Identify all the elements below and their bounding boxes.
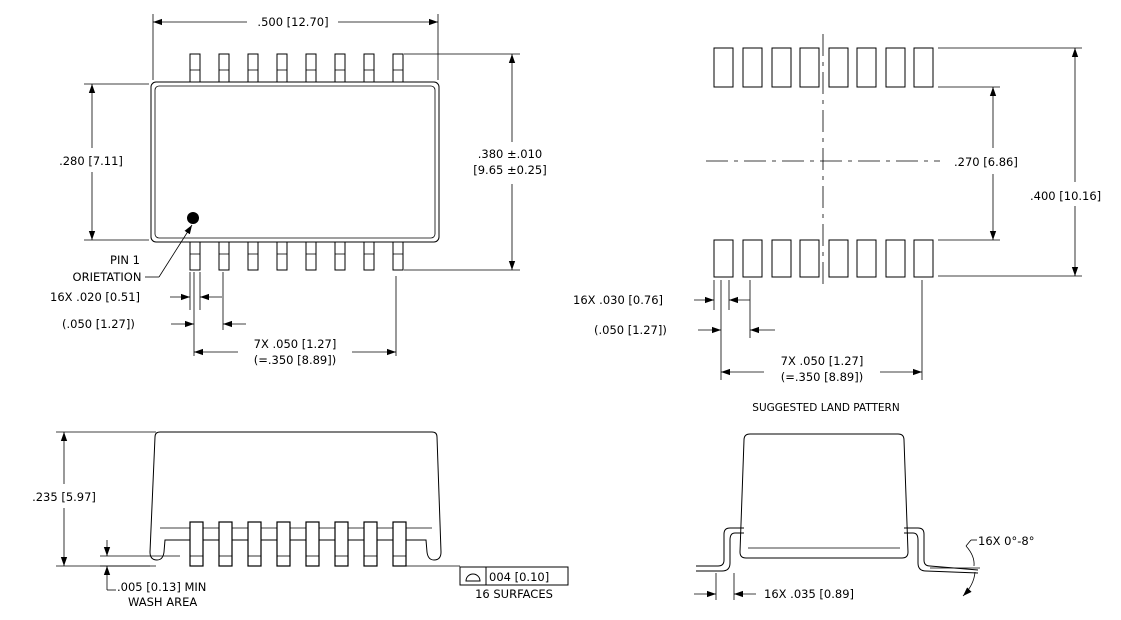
- outer-spacing-label: .400 [10.16]: [1030, 189, 1101, 203]
- lead-lower-3: [247, 241, 259, 271]
- land-pad-lower-8: [913, 239, 934, 278]
- land-pad-upper-3: [771, 47, 792, 88]
- pin1-leader: [158, 224, 193, 278]
- span-label-line2: (=.350 [8.89]): [254, 353, 336, 367]
- pin1-label-line1: PIN 1: [110, 253, 140, 267]
- land-pattern-view: .270 [6.86] .400 [10.16] 16X .030 [0.76]…: [573, 34, 1101, 414]
- land-pad-upper-5: [828, 47, 849, 88]
- side-lead-4: [276, 521, 291, 567]
- angle-arc: [965, 545, 975, 567]
- inner-spacing-label: .270 [6.86]: [954, 155, 1018, 169]
- profile-of-surface-icon: [465, 573, 481, 582]
- package-body-outline: [150, 81, 440, 243]
- surfaces-label: 16 SURFACES: [475, 587, 553, 601]
- overall-width-label-in: .380 ±.010: [478, 147, 543, 161]
- top-leads-lower: [189, 241, 404, 271]
- pin1-label-line2: ORIETATION: [73, 270, 142, 284]
- side-lead-8: [392, 521, 407, 567]
- foot-length-label: 16X .035 [0.89]: [764, 587, 854, 601]
- land-pad-lower-2: [742, 239, 763, 278]
- land-pads-upper: [713, 47, 934, 88]
- lead-lower-1: [189, 241, 201, 271]
- land-pad-lower-6: [856, 239, 877, 278]
- end-view: 16X 0°-8° 16X .035 [0.89]: [694, 433, 1034, 601]
- coplanarity-value: 004 [0.10]: [489, 570, 549, 584]
- lead-pitch-label: (.050 [1.27]): [62, 317, 135, 331]
- side-lead-5: [305, 521, 320, 567]
- lead-upper-4: [276, 53, 288, 83]
- angle-leader: [965, 539, 972, 547]
- angle-arc-lower: [962, 571, 976, 597]
- lead-lower-4: [276, 241, 288, 271]
- overall-width-label-mm: [9.65 ±0.25]: [473, 163, 546, 177]
- pad-width-label: 16X .030 [0.76]: [573, 293, 663, 307]
- side-lead-1: [189, 521, 204, 567]
- lead-width-label: 16X .020 [0.51]: [50, 290, 140, 304]
- angle-label: 16X 0°-8°: [978, 534, 1034, 548]
- lead-lower-5: [305, 241, 317, 271]
- pad-pitch-label: (.050 [1.27]): [594, 323, 667, 337]
- span-label-line1: 7X .050 [1.27]: [254, 337, 337, 351]
- standoff-label-line1: .005 [0.13] MIN: [117, 580, 206, 594]
- standoff-label-line2: WASH AREA: [128, 595, 197, 609]
- body-width-label: .280 [7.11]: [59, 154, 123, 168]
- land-pad-upper-7: [885, 47, 906, 88]
- end-lead-left: [696, 527, 744, 572]
- side-body-outline: [149, 431, 442, 561]
- land-pad-lower-1: [713, 239, 734, 278]
- side-leads: [189, 521, 407, 567]
- pin1-dot: [187, 212, 199, 224]
- land-pad-lower-4: [799, 239, 820, 278]
- coplanarity-frame: [459, 566, 569, 586]
- land-pad-upper-4: [799, 47, 820, 88]
- land-pad-upper-1: [713, 47, 734, 88]
- land-pad-lower-5: [828, 239, 849, 278]
- land-pad-upper-2: [742, 47, 763, 88]
- land-pad-lower-3: [771, 239, 792, 278]
- package-body-inner-outline: [154, 85, 436, 239]
- overall-length-label: .500 [12.70]: [257, 15, 328, 29]
- end-body-outline: [739, 433, 909, 559]
- lead-upper-8: [392, 53, 404, 83]
- end-lead-right: [904, 527, 979, 574]
- lead-upper-6: [334, 53, 346, 83]
- land-pad-upper-8: [913, 47, 934, 88]
- lead-lower-7: [363, 241, 375, 271]
- lead-lower-6: [334, 241, 346, 271]
- lead-lower-8: [392, 241, 404, 271]
- lead-upper-7: [363, 53, 375, 83]
- land-pad-upper-6: [856, 47, 877, 88]
- pad-span-line1: 7X .050 [1.27]: [781, 354, 864, 368]
- lead-upper-1: [189, 53, 201, 83]
- side-lead-2: [218, 521, 233, 567]
- land-pad-lower-7: [885, 239, 906, 278]
- side-view: .235 [5.97] .005 [0.13] MIN WASH AREA 00…: [32, 431, 569, 609]
- lead-upper-3: [247, 53, 259, 83]
- side-lead-3: [247, 521, 262, 567]
- lead-lower-2: [218, 241, 230, 271]
- side-lead-6: [334, 521, 349, 567]
- top-view: .500 [12.70] .280 [7.11] .380 ±.010 [9.6…: [50, 14, 547, 367]
- pad-span-line2: (=.350 [8.89]): [781, 370, 863, 384]
- lead-upper-5: [305, 53, 317, 83]
- lead-upper-2: [218, 53, 230, 83]
- top-leads-upper: [189, 53, 404, 83]
- height-label: .235 [5.97]: [32, 490, 96, 504]
- land-pattern-caption: SUGGESTED LAND PATTERN: [752, 402, 899, 414]
- land-pads-lower: [713, 239, 934, 278]
- side-lead-7: [363, 521, 378, 567]
